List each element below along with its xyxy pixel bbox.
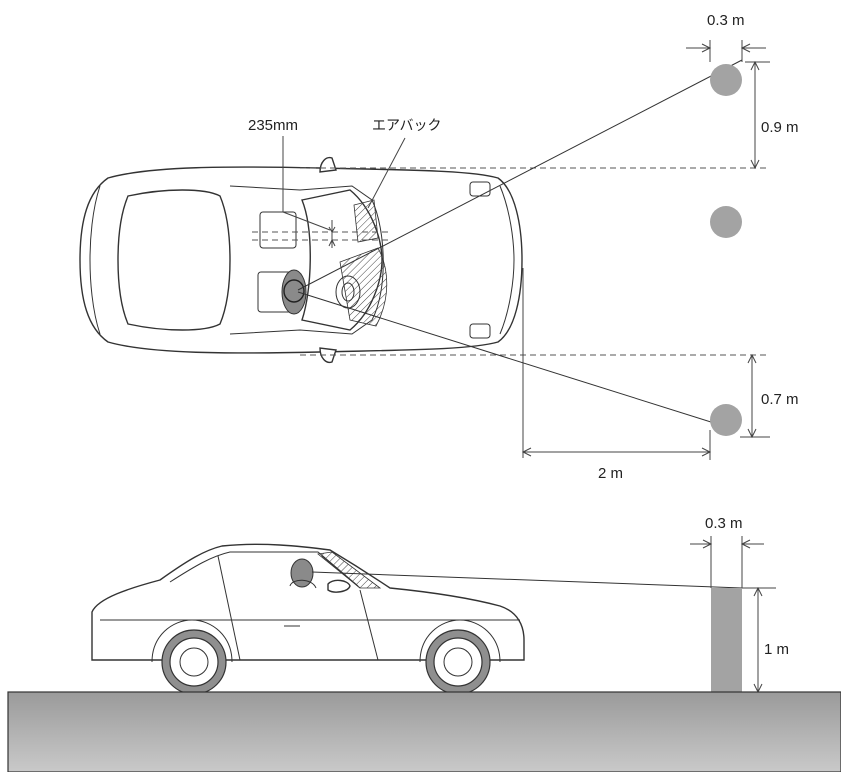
label-top-marker-offset: 0.9 m: [761, 119, 799, 136]
side-mirror: [327, 579, 351, 593]
rear-wheel: [151, 619, 233, 695]
ground: [7, 691, 841, 773]
label-forward-distance: 2 m: [598, 465, 623, 482]
mirror-bottom: [319, 347, 337, 364]
airbag-zone-passenger: [353, 199, 379, 243]
airbag-zone-driver: [339, 247, 388, 327]
sight-line-bottom: [297, 291, 731, 429]
label-side-marker-width: 0.3 m: [705, 515, 743, 532]
label-side-marker-height: 1 m: [764, 641, 789, 658]
sight-line-side: [311, 571, 743, 589]
marker-center: [710, 206, 742, 238]
label-airbag: エアバック: [372, 118, 441, 134]
car-top-view: [79, 136, 523, 364]
airbag-leader: [367, 137, 406, 209]
sight-line-top: [297, 59, 743, 291]
label-seat-offset: 235mm: [248, 117, 298, 134]
mirror-top: [319, 156, 337, 173]
driver-head: [283, 279, 305, 303]
rear-window: [117, 189, 231, 331]
marker-top: [710, 64, 742, 96]
front-wheel: [419, 619, 501, 695]
car-side-view: [91, 543, 525, 695]
side-marker-pole: [711, 588, 742, 692]
driver-side-head: [290, 558, 314, 588]
passenger-seat: [259, 211, 297, 249]
label-bottom-marker-offset: 0.7 m: [761, 391, 799, 408]
windshield-hatched-zone: [317, 551, 382, 589]
marker-bottom: [710, 404, 742, 436]
label-top-marker-width: 0.3 m: [707, 12, 745, 29]
